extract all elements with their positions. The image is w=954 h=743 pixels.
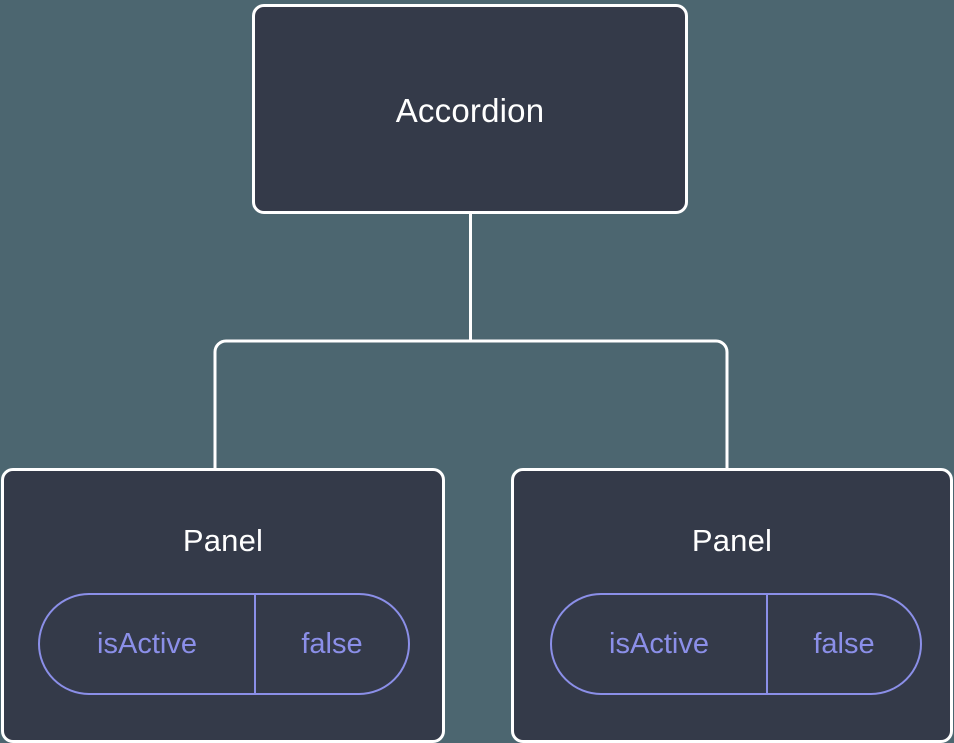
state-pill-panel-2-value: false [813, 627, 875, 660]
node-panel-1[interactable]: Panel isActive false [1, 468, 445, 743]
state-pill-panel-1-value: false [301, 627, 363, 660]
edge-root-to-panel-right [470, 339, 729, 470]
state-pill-panel-1[interactable]: isActive false [38, 593, 410, 695]
node-panel-2-label: Panel [691, 523, 773, 558]
state-pill-panel-2-divider [766, 595, 768, 693]
state-pill-panel-2-key: isActive [609, 627, 709, 660]
state-pill-panel-1-divider [254, 595, 256, 693]
edge-root-to-panel-left [213, 339, 471, 470]
node-panel-1-label: Panel [182, 523, 264, 558]
state-pill-panel-1-key: isActive [97, 627, 197, 660]
node-accordion[interactable]: Accordion [252, 4, 688, 214]
node-accordion-label: Accordion [395, 92, 545, 129]
node-panel-2[interactable]: Panel isActive false [511, 468, 953, 743]
state-pill-panel-2[interactable]: isActive false [550, 593, 922, 695]
